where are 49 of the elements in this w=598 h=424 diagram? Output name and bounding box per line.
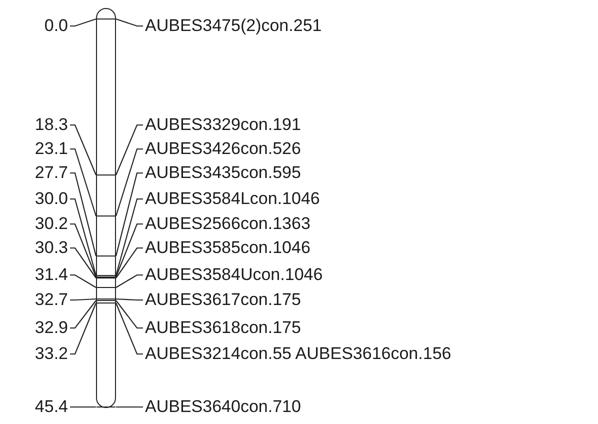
locus-tick-line	[115, 148, 143, 216]
locus-tick-line	[115, 172, 143, 256]
marker-name: AUBES2566con.1363	[145, 214, 310, 234]
marker-name: AUBES3329con.191	[145, 115, 301, 135]
marker-name: AUBES3426con.526	[145, 139, 301, 159]
locus-tick-line	[70, 406, 96, 408]
marker-name: AUBES3214con.55 AUBES3616con.156	[145, 344, 452, 364]
locus-tick-line	[116, 298, 143, 301]
marker-name: AUBES3585con.1046	[145, 238, 310, 258]
locus-tick-line	[70, 148, 97, 216]
marker-name: AUBES3618con.175	[145, 318, 301, 338]
map-position: 27.7	[8, 163, 68, 183]
locus-tick-line	[70, 298, 96, 301]
map-position: 23.1	[8, 139, 68, 159]
map-position: 30.2	[8, 214, 68, 234]
locus-tick-line	[115, 198, 143, 276]
map-position: 30.3	[8, 238, 68, 258]
locus-tick-line	[70, 302, 96, 355]
marker-name: AUBES3617con.175	[145, 290, 301, 310]
locus-tick-line	[116, 302, 143, 355]
locus-tick-line	[70, 223, 97, 278]
chromosome-bar	[96, 8, 116, 408]
marker-name: AUBES3584Ucon.1046	[145, 265, 323, 285]
locus-tick-line	[115, 223, 143, 278]
locus-tick-line	[116, 124, 143, 176]
map-position: 33.2	[8, 344, 68, 364]
map-position: 45.4	[8, 397, 68, 417]
locus-tick-line	[70, 300, 96, 329]
locus-tick-line	[116, 18, 143, 27]
map-position: 32.9	[8, 318, 68, 338]
marker-name: AUBES3475(2)con.251	[145, 16, 322, 36]
locus-tick-line	[116, 406, 143, 408]
locus-tick-line	[70, 247, 96, 278]
marker-name: AUBES3640con.710	[145, 397, 301, 417]
map-position: 31.4	[8, 265, 68, 285]
locus-tick-line	[116, 274, 143, 288]
marker-name: AUBES3584Lcon.1046	[145, 189, 320, 209]
locus-tick-line	[70, 172, 97, 256]
map-position: 18.3	[8, 115, 68, 135]
map-position: 0.0	[8, 16, 68, 36]
locus-tick-line	[70, 274, 96, 288]
locus-tick-line	[70, 124, 96, 176]
locus-tick-line	[70, 198, 97, 276]
locus-tick-line	[70, 18, 96, 27]
map-position: 32.7	[8, 290, 68, 310]
map-position: 30.0	[8, 189, 68, 209]
locus-tick-line	[116, 247, 143, 278]
marker-name: AUBES3435con.595	[145, 163, 301, 183]
locus-tick-line	[116, 300, 143, 329]
